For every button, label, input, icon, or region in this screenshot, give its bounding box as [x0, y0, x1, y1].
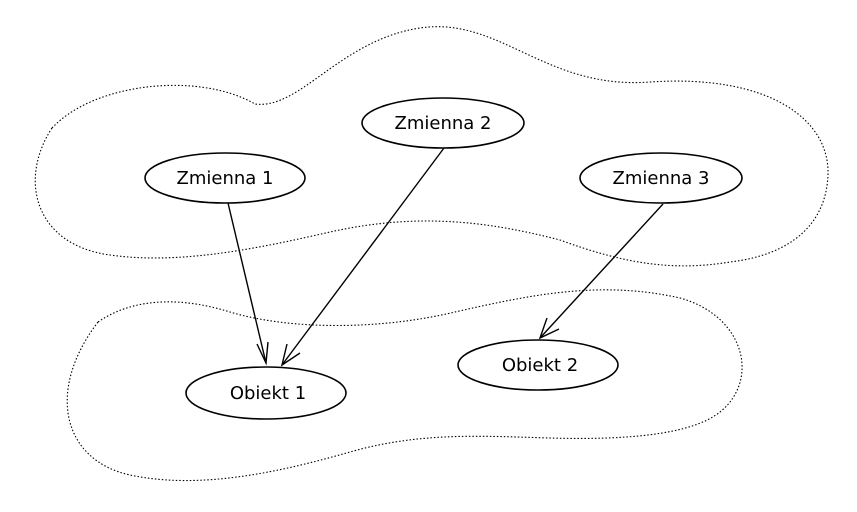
edge-zmienna1-obiekt1 — [227, 202, 269, 366]
node-obiekt-2[interactable]: Obiekt 2 — [457, 339, 619, 391]
node-label: Zmienna 1 — [177, 168, 274, 189]
edge-zmienna3-obiekt2 — [538, 203, 664, 340]
node-zmienna-3[interactable]: Zmienna 3 — [579, 152, 743, 204]
arrowhead — [280, 343, 301, 367]
arrowhead — [256, 341, 269, 366]
node-label: Zmienna 3 — [613, 168, 710, 189]
node-zmienna-2[interactable]: Zmienna 2 — [361, 97, 525, 149]
node-zmienna-1[interactable]: Zmienna 1 — [144, 152, 306, 204]
node-label: Zmienna 2 — [395, 113, 492, 134]
node-label: Obiekt 1 — [230, 383, 306, 404]
arrowhead — [538, 317, 560, 340]
edge-zmienna2-obiekt1 — [280, 147, 445, 367]
node-obiekt-1[interactable]: Obiekt 1 — [185, 366, 347, 420]
node-label: Obiekt 2 — [502, 355, 578, 376]
objects-region — [66, 289, 743, 482]
variables-region — [34, 26, 829, 267]
